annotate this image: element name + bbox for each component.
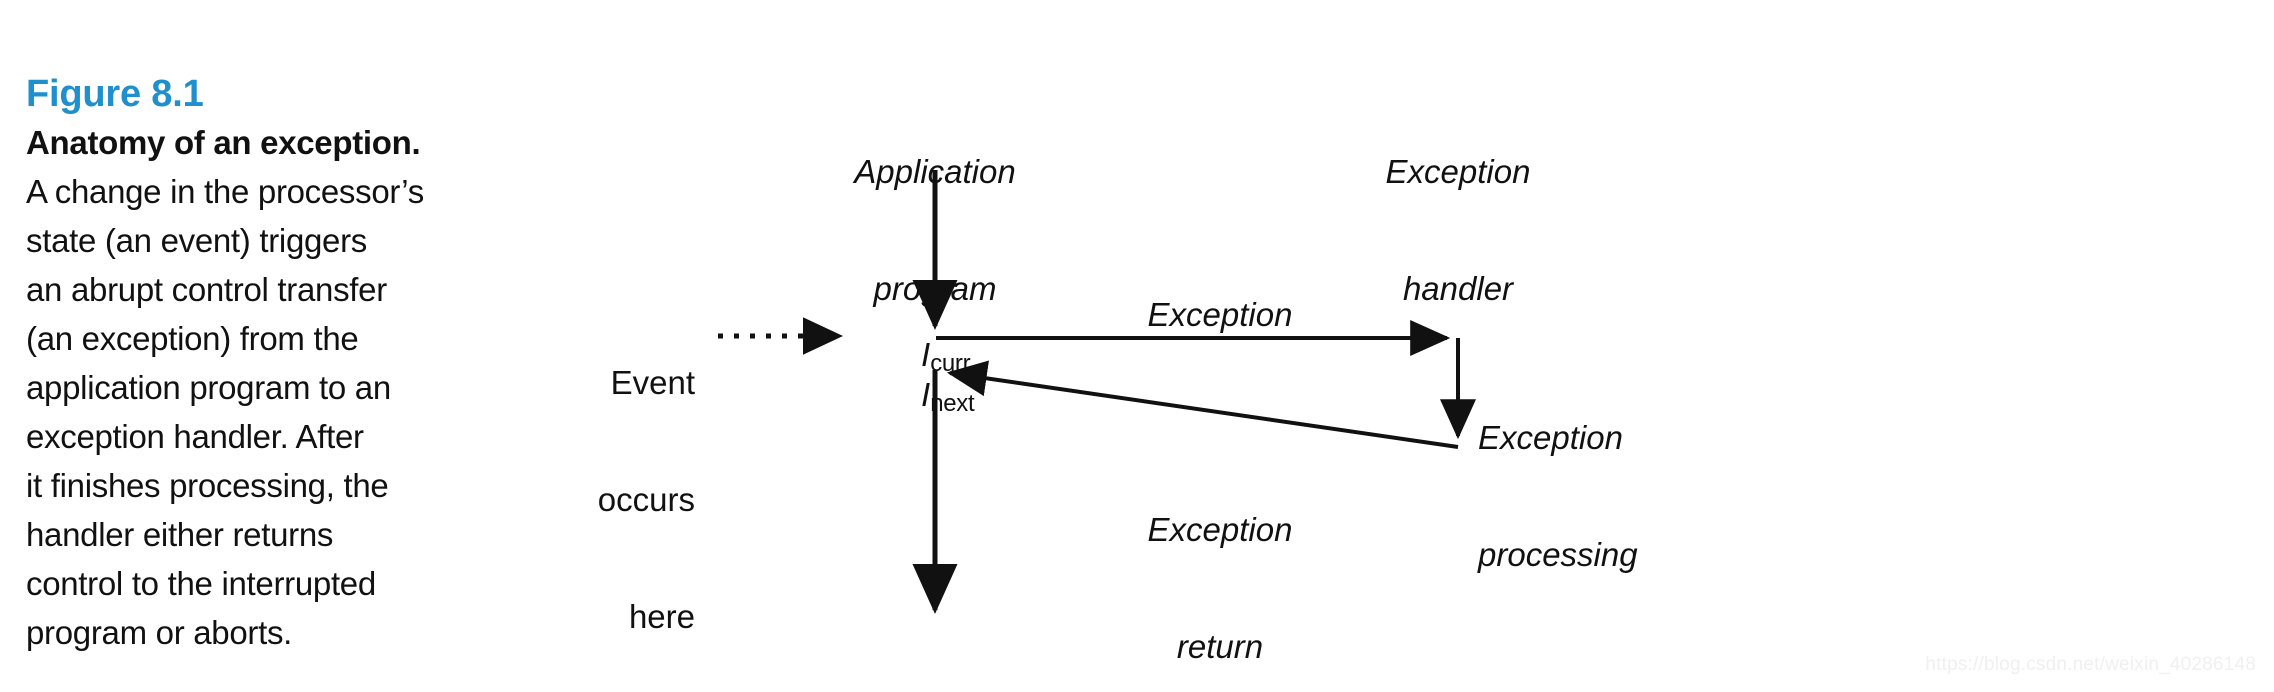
i-next-base: I	[921, 376, 931, 413]
caption-line: handler either returns	[26, 516, 334, 553]
event-occurs-here-line2: occurs	[597, 481, 695, 518]
exception-return-line2: return	[1176, 628, 1264, 665]
event-occurs-here-line3: here	[628, 598, 695, 635]
exception-return-line1: Exception	[1147, 511, 1293, 548]
caption-line: (an exception) from the	[26, 320, 359, 357]
exception-processing-line1: Exception	[1478, 419, 1623, 456]
exception-processing-line2: processing	[1478, 536, 1638, 573]
caption-line: exception handler. After	[26, 418, 364, 455]
caption-line: application program to an	[26, 369, 391, 406]
caption-line: control to the interrupted	[26, 565, 376, 602]
event-occurs-here-label: Event occurs here	[430, 285, 695, 692]
figure-caption-block: Figure 8.1 Anatomy of an exception. A ch…	[26, 70, 506, 657]
event-occurs-here-line1: Event	[610, 364, 695, 401]
watermark-text: https://blog.csdn.net/weixin_40286148	[1925, 654, 2256, 675]
exception-processing-label: Exception processing	[1478, 340, 1808, 652]
exception-handler-label: Exception handler	[1328, 74, 1588, 386]
i-curr-label: Icurr	[866, 305, 971, 408]
application-program-label-line1: Application	[854, 153, 1016, 190]
caption-line: it finishes processing, the	[26, 467, 389, 504]
caption-line: program or aborts.	[26, 614, 293, 651]
exception-return-arrow	[946, 360, 1459, 449]
caption-line: state (an event) triggers	[26, 222, 367, 259]
exception-handler-label-line2: handler	[1402, 270, 1514, 307]
exception-transfer-label: Exception	[1147, 296, 1293, 333]
i-next-label: Inext	[866, 345, 975, 448]
exception-return-label: Exception return (optional)	[1070, 432, 1370, 692]
caption-line: an abrupt control transfer	[26, 271, 387, 308]
figure-caption-text: A change in the processor’s state (an ev…	[26, 167, 506, 657]
application-program-label: Application program	[805, 74, 1065, 386]
figure-number: Figure 8.1	[26, 73, 204, 115]
exception-handler-label-line1: Exception	[1385, 153, 1531, 190]
application-program-label-line2: program	[873, 270, 997, 307]
figure-title: Anatomy of an exception.	[26, 124, 421, 161]
i-next-subscript: next	[930, 390, 975, 417]
i-curr-base: I	[921, 336, 931, 373]
caption-line: A change in the processor’s	[26, 173, 424, 210]
i-curr-subscript: curr	[930, 350, 971, 377]
